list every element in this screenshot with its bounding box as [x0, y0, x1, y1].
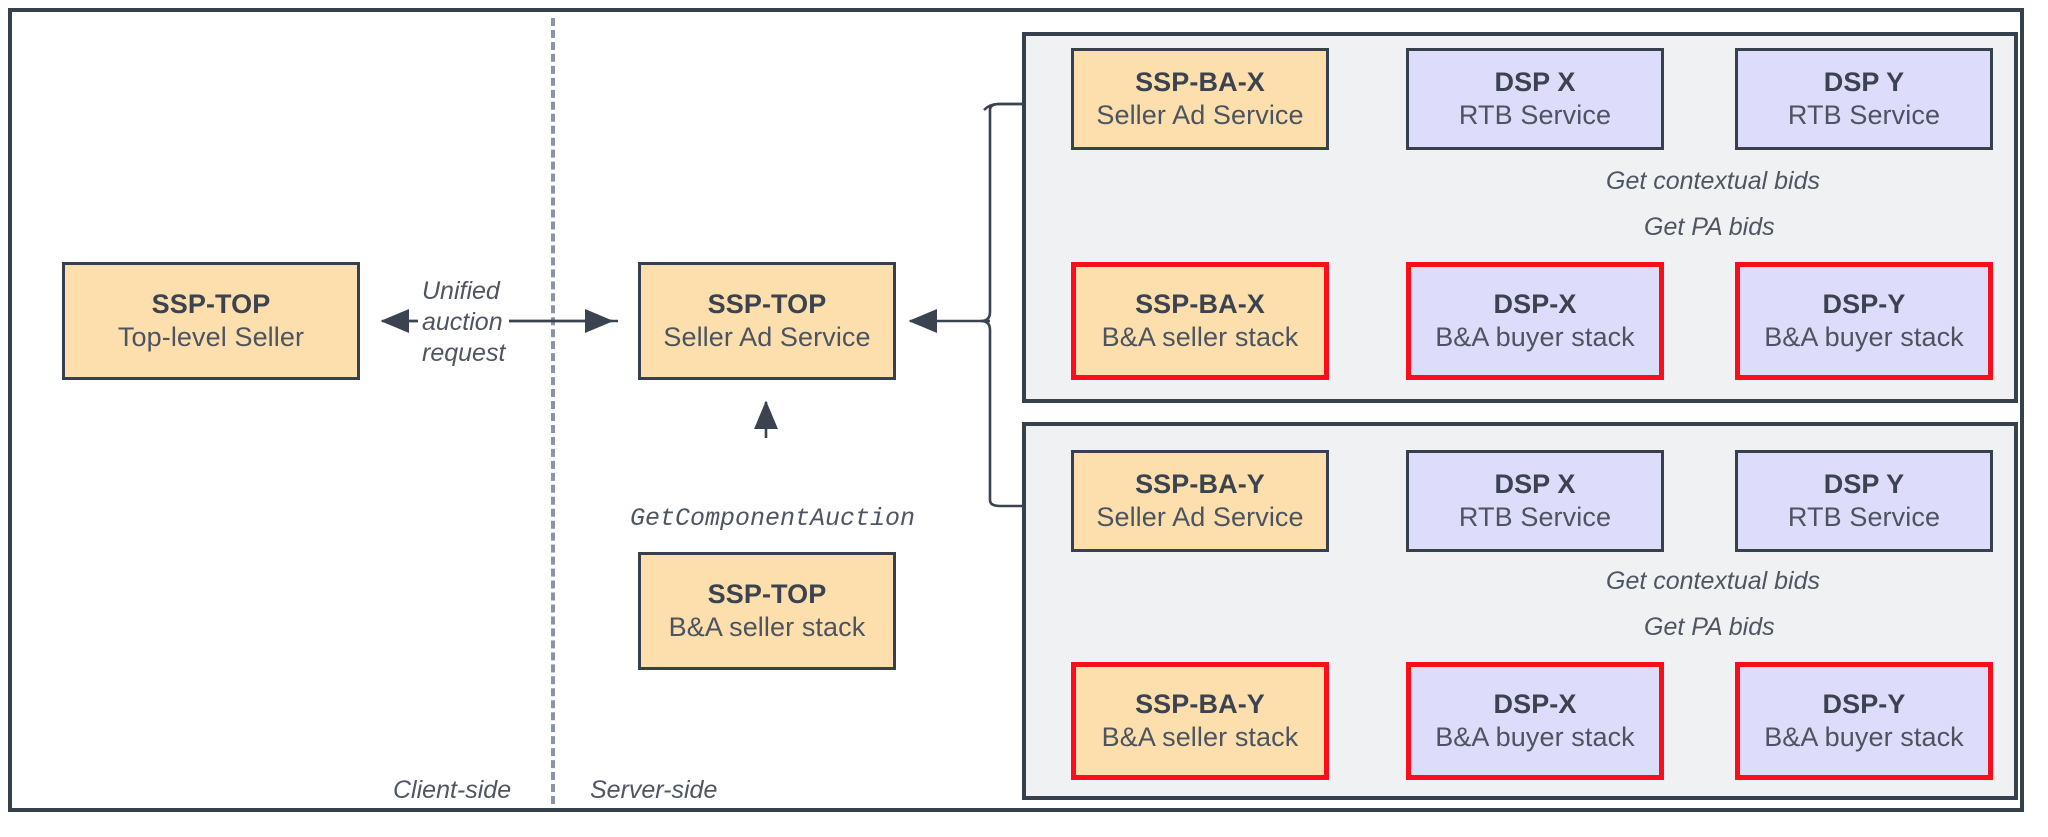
- box-title: SSP-TOP: [151, 289, 271, 320]
- edge-label-get-contextual-bids-panel-x: Get contextual bids: [1601, 166, 1826, 197]
- box-dsp-x-ba-buyer-stack-panel-x[interactable]: DSP-X B&A buyer stack: [1406, 262, 1664, 380]
- edge-label-get-contextual-bids-panel-y: Get contextual bids: [1601, 566, 1826, 597]
- box-ssp-top-seller-ad-service[interactable]: SSP-TOP Seller Ad Service: [638, 262, 896, 380]
- box-ssp-ba-y-seller-ad-service[interactable]: SSP-BA-Y Seller Ad Service: [1071, 450, 1329, 552]
- box-subtitle: Seller Ad Service: [1096, 502, 1304, 532]
- box-title: SSP-BA-X: [1135, 67, 1265, 98]
- box-title: DSP-X: [1493, 289, 1577, 320]
- box-subtitle: B&A seller stack: [1101, 722, 1299, 752]
- box-subtitle: B&A seller stack: [1101, 322, 1299, 352]
- edge-label-line-2: auction: [422, 308, 503, 336]
- box-title: DSP Y: [1823, 67, 1905, 98]
- box-subtitle: B&A seller stack: [668, 612, 866, 642]
- edge-label-line-3: request: [422, 339, 506, 367]
- client-server-divider: [551, 18, 555, 804]
- box-title: DSP Y: [1823, 469, 1905, 500]
- box-ssp-top-ba-seller-stack[interactable]: SSP-TOP B&A seller stack: [638, 552, 896, 670]
- box-subtitle: B&A buyer stack: [1435, 722, 1635, 752]
- box-dsp-y-ba-buyer-stack-panel-x[interactable]: DSP-Y B&A buyer stack: [1735, 262, 1993, 380]
- box-ssp-ba-x-ba-seller-stack[interactable]: SSP-BA-X B&A seller stack: [1071, 262, 1329, 380]
- box-subtitle: B&A buyer stack: [1435, 322, 1635, 352]
- box-title: DSP-Y: [1822, 689, 1906, 720]
- box-ssp-ba-x-seller-ad-service[interactable]: SSP-BA-X Seller Ad Service: [1071, 48, 1329, 150]
- box-subtitle: RTB Service: [1787, 502, 1941, 532]
- zone-label-server-side: Server-side: [590, 776, 718, 804]
- box-title: DSP-X: [1493, 689, 1577, 720]
- box-title: SSP-BA-Y: [1135, 689, 1265, 720]
- box-title: DSP-Y: [1822, 289, 1906, 320]
- box-title: SSP-TOP: [707, 579, 827, 610]
- box-dsp-y-ba-buyer-stack-panel-y[interactable]: DSP-Y B&A buyer stack: [1735, 662, 1993, 780]
- box-ssp-top-top-level-seller[interactable]: SSP-TOP Top-level Seller: [62, 262, 360, 380]
- box-subtitle: RTB Service: [1458, 100, 1612, 130]
- box-subtitle: RTB Service: [1458, 502, 1612, 532]
- box-subtitle: B&A buyer stack: [1764, 322, 1964, 352]
- box-ssp-ba-y-ba-seller-stack[interactable]: SSP-BA-Y B&A seller stack: [1071, 662, 1329, 780]
- box-dsp-x-rtb-service-panel-x[interactable]: DSP X RTB Service: [1406, 48, 1664, 150]
- edge-label-line-1: GetComponentAuction: [630, 504, 916, 533]
- box-subtitle: B&A buyer stack: [1764, 722, 1964, 752]
- box-subtitle: Seller Ad Service: [1096, 100, 1304, 130]
- box-title: SSP-BA-X: [1135, 289, 1265, 320]
- box-subtitle: RTB Service: [1787, 100, 1941, 130]
- box-dsp-x-ba-buyer-stack-panel-y[interactable]: DSP-X B&A buyer stack: [1406, 662, 1664, 780]
- edge-label-unified-auction-request: Unified auction request: [418, 276, 510, 369]
- box-dsp-y-rtb-service-panel-x[interactable]: DSP Y RTB Service: [1735, 48, 1993, 150]
- box-dsp-x-rtb-service-panel-y[interactable]: DSP X RTB Service: [1406, 450, 1664, 552]
- box-title: SSP-BA-Y: [1135, 469, 1265, 500]
- box-title: DSP X: [1494, 67, 1576, 98]
- box-subtitle: Top-level Seller: [117, 322, 305, 352]
- edge-label-line-1: Unified: [422, 277, 500, 305]
- box-title: DSP X: [1494, 469, 1576, 500]
- box-dsp-y-rtb-service-panel-y[interactable]: DSP Y RTB Service: [1735, 450, 1993, 552]
- box-subtitle: Seller Ad Service: [663, 322, 871, 352]
- edge-label-get-pa-bids-panel-y: Get PA bids: [1639, 612, 1780, 643]
- edge-label-get-pa-bids-panel-x: Get PA bids: [1639, 212, 1780, 243]
- zone-label-client-side: Client-side: [393, 776, 512, 804]
- box-title: SSP-TOP: [707, 289, 827, 320]
